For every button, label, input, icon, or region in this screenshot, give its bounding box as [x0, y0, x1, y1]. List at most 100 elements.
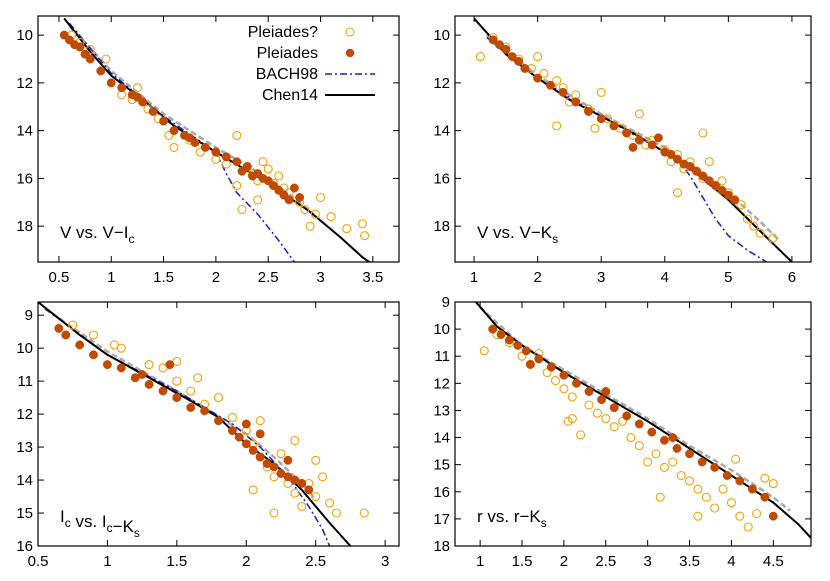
label-text: V vs. V−K [477, 223, 553, 242]
open-point [743, 522, 753, 532]
open-point [311, 491, 321, 502]
open-point [116, 343, 126, 353]
open-point [101, 54, 111, 64]
filled-point [159, 116, 169, 126]
filled-point [558, 87, 568, 97]
open-point [359, 508, 369, 518]
open-point [169, 142, 179, 152]
open-point [768, 233, 778, 243]
y-tick-label: 12 [433, 75, 450, 92]
filled-point [169, 126, 179, 136]
y-tick-label: 10 [433, 27, 450, 44]
open-point [357, 219, 367, 229]
label-text: I [60, 507, 65, 526]
open-point [634, 441, 644, 451]
open-point [567, 392, 577, 402]
open-point [342, 224, 352, 234]
filled-point [672, 443, 682, 453]
filled-point [730, 195, 740, 205]
x-tick-label: 5 [724, 269, 732, 286]
open-point [144, 360, 154, 370]
open-point [609, 422, 619, 432]
filled-point [248, 171, 257, 181]
filled-point [507, 52, 517, 62]
filled-point [634, 419, 644, 429]
open-point [276, 449, 286, 459]
legend-label: BACH98 [256, 66, 318, 83]
filled-point [255, 452, 265, 462]
open-point [731, 454, 741, 464]
open-point [193, 373, 203, 383]
x-tick-label: 3.5 [679, 553, 700, 570]
open-point [601, 414, 611, 424]
filled-point [628, 142, 638, 152]
open-point [331, 508, 342, 518]
y-tick-label: 12 [16, 75, 33, 92]
y-tick-label: 17 [433, 511, 450, 528]
curve-grey [486, 34, 781, 242]
open-point [290, 488, 300, 498]
x-tick-label: 1 [103, 553, 111, 570]
x-tick-label: 3 [597, 269, 605, 286]
filled-point [717, 185, 727, 195]
filled-point [85, 54, 95, 64]
open-point [195, 147, 205, 157]
filled-point [653, 133, 663, 143]
filled-point [622, 411, 632, 421]
curve-bach98 [44, 307, 331, 546]
open-point [310, 209, 320, 219]
open-point [668, 457, 678, 467]
open-point [315, 192, 326, 203]
open-point [634, 109, 644, 119]
y-tick-label: 15 [433, 457, 450, 474]
filled-point [768, 511, 778, 521]
filled-point [495, 40, 504, 50]
filled-point [117, 83, 127, 93]
open-point [68, 320, 78, 330]
filled-point [514, 56, 524, 66]
filled-point [572, 378, 581, 388]
x-tick-label: 2.5 [258, 269, 279, 286]
filled-point [622, 128, 632, 138]
points [475, 32, 778, 243]
curve-bach98 [486, 36, 767, 262]
open-point [274, 171, 284, 181]
filled-point [634, 135, 644, 145]
open-point [717, 176, 727, 186]
legend-filled-marker [345, 48, 355, 58]
filled-point [673, 154, 682, 164]
open-point [651, 449, 661, 459]
y-tick-label: 16 [16, 170, 33, 187]
open-point [735, 511, 745, 521]
panel-label: V vs. V−Ic [60, 223, 135, 246]
filled-point [513, 340, 523, 350]
x-tick-label: 2.5 [595, 553, 616, 570]
open-point [672, 188, 683, 198]
x-tick-label: 4 [661, 269, 669, 286]
open-point [305, 221, 315, 231]
y-tick-label: 10 [16, 340, 33, 357]
open-point [768, 479, 778, 489]
y-tick-label: 14 [433, 123, 450, 140]
axes-frame [37, 15, 400, 263]
filled-point [200, 142, 210, 152]
axes-frame [37, 301, 400, 547]
open-point [325, 498, 335, 508]
filled-point [704, 176, 714, 186]
filled-point [533, 73, 543, 83]
axes-frame [454, 301, 812, 547]
filled-point [255, 429, 265, 439]
open-point [300, 204, 310, 215]
filled-point [102, 360, 112, 370]
filled-point [221, 152, 231, 162]
x-tick-label: 3 [316, 269, 324, 286]
open-point [550, 376, 561, 386]
open-point [88, 330, 99, 340]
curve-chen14 [475, 302, 811, 539]
y-tick-label: 18 [16, 218, 33, 235]
y-tick-label: 13 [433, 402, 450, 419]
filled-point [710, 462, 720, 472]
x-tick-label: 2 [212, 269, 220, 286]
filled-point [697, 457, 707, 467]
